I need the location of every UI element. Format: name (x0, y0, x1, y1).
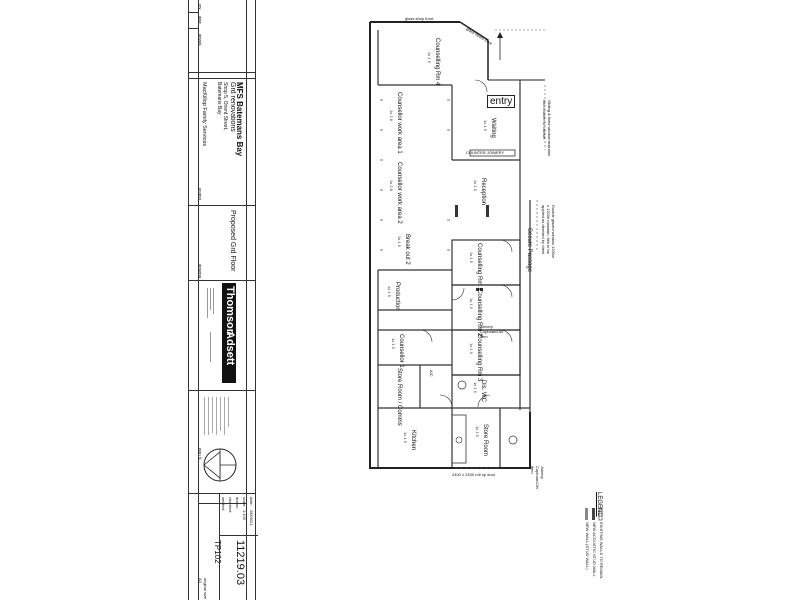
room-waiting: Waiting (490, 118, 496, 138)
shop-front-angle (459, 21, 489, 80)
note-joinery-cupboard-2: Joinery Cupboard AV item (530, 466, 545, 490)
room-counselling-1: Counselling Rm 1 (476, 243, 482, 291)
room-work-area-2-area: 1x 2 8 (389, 180, 394, 191)
room-break-out-2: Break out 2 (404, 234, 410, 265)
room-kitchen-area: 1x 1 9 (403, 432, 408, 443)
glass-shop-front-label: glass shop front (405, 16, 434, 21)
counter-joinery-label: COUNTER JOINERY (466, 150, 505, 155)
disclaimer-text (200, 395, 254, 439)
room-reception-area: 1x 1 9 (473, 180, 478, 191)
room-store-comms: Store Room / Comms (396, 368, 402, 426)
room-counsellor-1: Counsellor 1 (398, 334, 404, 368)
room-work-area-1: Counsellor work area 1 (396, 92, 402, 154)
title-block (188, 0, 256, 600)
legend-item-acoustic-wall: NEW ACOUSTIC STUD WALL (592, 522, 597, 577)
legend-swatches (585, 507, 603, 521)
firm-logo (222, 283, 236, 383)
entry-label: entry (487, 95, 516, 108)
room-kitchen: Kitchen (410, 430, 416, 451)
room-counselling-2-area: 1x 1 9 (469, 298, 474, 309)
room-counselling-4: Counselling Rm 4 (434, 38, 440, 86)
room-production-area: 1x 1 9 (387, 286, 392, 297)
room-store-room: Store Room (482, 424, 488, 457)
room-counsellor-1-area: 1x 1 9 (391, 338, 396, 349)
roller-door-label: 2400 x 2400 roll up door (452, 472, 496, 477)
kitchen-bench (451, 414, 467, 464)
note-sliding-window: Sliding & fixed window maintain into cou… (542, 100, 552, 157)
room-counselling-1-area: 1x 1 9 (469, 252, 474, 263)
room-dis-wc-area: 1x 1 9 (473, 382, 478, 393)
room-waiting-area: 1x 1 9 (483, 120, 488, 131)
room-reception: Reception (480, 178, 486, 206)
room-production: Production (394, 282, 400, 311)
legend-item-new-wall: NEW WALL (STUD WALL) (585, 522, 590, 570)
firm-contact-block (205, 284, 217, 384)
room-counselling-3-area: 1x 1 9 (469, 343, 474, 354)
legend-title: LEGEND (596, 492, 602, 517)
room-ac: A/C (429, 370, 434, 377)
room-secure-passage: Secure Passage (526, 228, 532, 273)
note-joinery-cupboard-1: Joinery Cupboard AV item (480, 324, 504, 339)
room-break-out-2-area: 1x 1 9 (397, 236, 402, 247)
room-work-area-2: Counsellor work area 2 (396, 162, 402, 224)
exterior-wall (369, 22, 531, 469)
counter-joinery (469, 149, 516, 157)
room-counselling-4-area: 1x 1 9 (427, 52, 432, 63)
room-dis-wc: Dis. WC (480, 380, 486, 402)
note-double-glazed: Double glazed window 1200w x 1200h maint… (541, 205, 556, 258)
room-store-room-area: 1x 1 9 (475, 426, 480, 437)
room-counselling-3: Counselling Rm 3 (476, 334, 482, 382)
room-work-area-1-area: 1x 2 8 (389, 110, 394, 121)
legend-item-existing-wall: EXISTING WALLS TO REMAIN (599, 522, 604, 579)
